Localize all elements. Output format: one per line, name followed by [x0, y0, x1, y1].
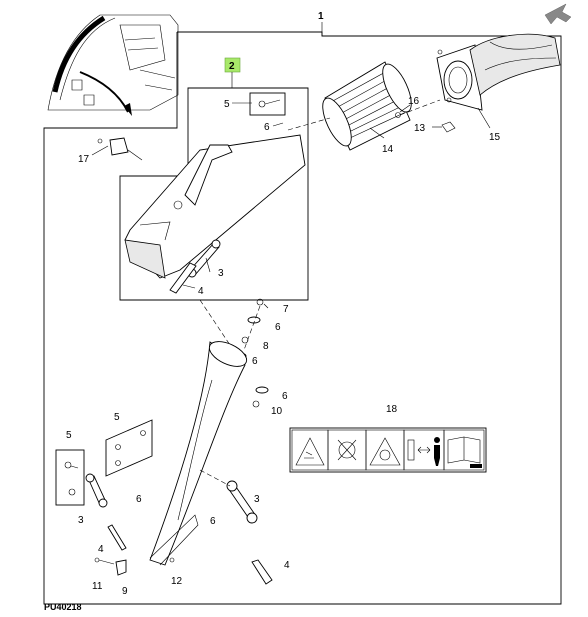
callout-6: 6: [136, 494, 142, 505]
tractor-location-sketch: [47, 14, 179, 116]
callout-16: 16: [408, 96, 420, 107]
callout-6: 6: [282, 391, 288, 402]
callout-13: 13: [414, 123, 426, 134]
callout-3: 3: [78, 515, 84, 526]
person-icon: [434, 437, 440, 466]
callout-6: 6: [264, 122, 270, 133]
callout-2-highlight: [224, 57, 241, 73]
callout-9: 9: [122, 586, 128, 597]
bellows-hose-14: [322, 61, 412, 151]
assembly-2-frame: [119, 87, 309, 301]
callout-6: 6: [210, 516, 216, 527]
spout-lower-section: [149, 341, 248, 566]
callout-18: 18: [386, 404, 398, 415]
callout-5: 5: [114, 412, 120, 423]
callout-7: 7: [283, 304, 289, 315]
callout-3: 3: [218, 268, 224, 279]
assembly-1-frame: [43, 31, 562, 605]
hardware-kit-5-mid: [105, 419, 153, 477]
safety-decal-18: [289, 427, 487, 473]
callout-11: 11: [92, 581, 103, 592]
callout-15: 15: [489, 132, 501, 143]
callout-5: 5: [66, 430, 72, 441]
callout-17: 17: [78, 154, 90, 165]
hardware-kit-5-box: [249, 92, 286, 116]
spout-upper-section: [124, 134, 306, 279]
callout-14: 14: [382, 144, 394, 155]
callout-1: 1: [318, 11, 324, 22]
hardware-kit-5-left: [55, 449, 85, 506]
callout-2: 2: [229, 61, 235, 72]
callout-4: 4: [198, 286, 204, 297]
manual-book-icon: [443, 429, 485, 471]
callout-10: 10: [271, 406, 283, 417]
callout-8: 8: [263, 341, 269, 352]
callout-4: 4: [284, 560, 290, 571]
callout-5: 5: [224, 99, 230, 110]
crush-hazard-icon: [327, 429, 367, 471]
callout-12: 12: [171, 576, 183, 587]
leader-lines: [91, 102, 491, 309]
callout-6: 6: [252, 356, 258, 367]
entanglement-icon: [365, 429, 405, 471]
callout-3: 3: [254, 494, 260, 505]
hazard-triangle-icon: [291, 429, 329, 471]
callout-6: 6: [275, 322, 281, 333]
figure-id: PU40218: [44, 602, 82, 612]
callout-4: 4: [98, 544, 104, 555]
view-direction-arrow-icon: [544, 3, 572, 25]
air-intake-15: [436, 33, 561, 111]
